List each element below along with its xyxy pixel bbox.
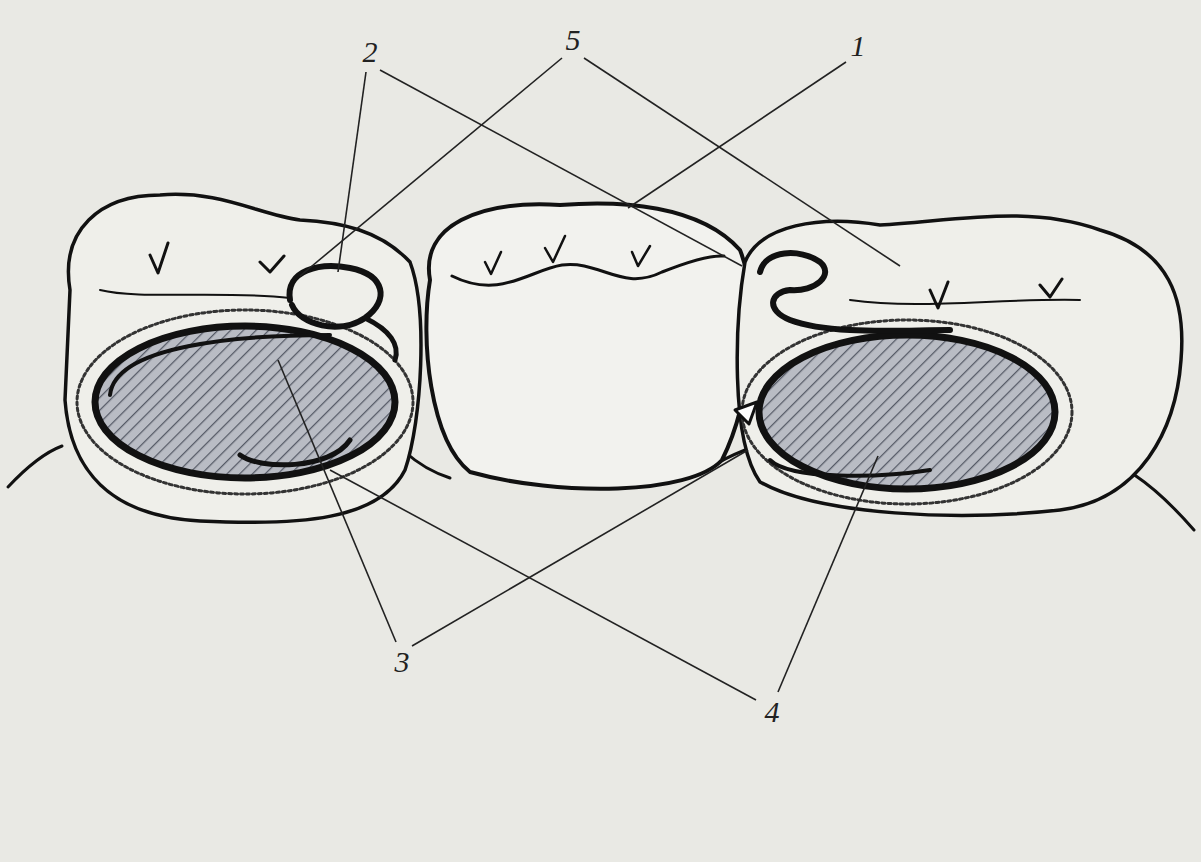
- gum-line: [405, 452, 450, 478]
- tooth-germ: [95, 326, 395, 478]
- tooth-germ: [759, 335, 1055, 489]
- erupted-tooth: [426, 203, 751, 488]
- arrow-mark: [735, 402, 757, 424]
- follicle: [77, 310, 413, 494]
- dental-lamina: [770, 460, 930, 476]
- leader-line: [330, 470, 756, 700]
- callout-number: 5: [566, 25, 581, 55]
- dental-lamina: [110, 335, 330, 395]
- follicle: [742, 320, 1072, 504]
- cusp-mark: [485, 236, 650, 274]
- jaw-segment: [65, 194, 421, 522]
- enamel-organ: [365, 318, 396, 360]
- leader-line: [412, 450, 748, 646]
- callout-number: 3: [395, 647, 410, 677]
- crown-line: [100, 290, 290, 298]
- gum-line: [8, 446, 62, 487]
- leader-line: [300, 58, 562, 276]
- leader-lines: [278, 58, 900, 700]
- cusp-mark: [930, 279, 1062, 308]
- crown-line: [850, 300, 1080, 304]
- callout-number: 2: [363, 37, 378, 67]
- leader-line: [584, 58, 900, 266]
- callout-number: 1: [851, 31, 866, 61]
- leader-line: [778, 456, 878, 692]
- jaw-segment: [737, 216, 1182, 515]
- cusp-mark: [150, 243, 284, 273]
- leader-line: [278, 360, 396, 642]
- callout-number: 4: [765, 697, 780, 727]
- dental-lamina: [240, 440, 350, 465]
- enamel-organ: [760, 253, 950, 331]
- leader-line: [338, 72, 366, 272]
- leader-line: [628, 62, 846, 208]
